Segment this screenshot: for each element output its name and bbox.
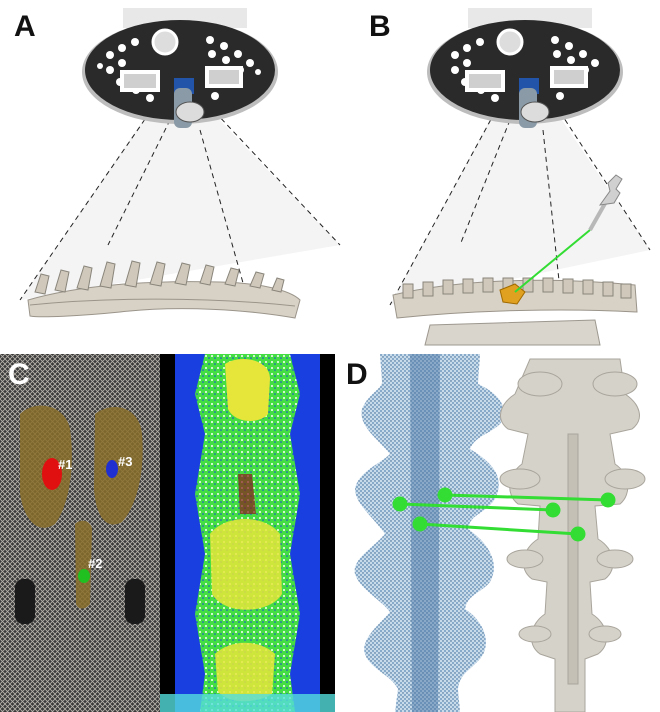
camera-field-of-view (390, 110, 650, 305)
panel-d-illustration (354, 354, 646, 712)
surface-mesh-view: #1 #3 #2 (0, 354, 160, 712)
panel-b-illustration (389, 8, 651, 346)
surgical-lamp-icon (82, 8, 278, 128)
registered-point-cloud-spine (354, 354, 504, 712)
surgical-lamp-icon (427, 8, 623, 128)
camera-field-of-view (20, 110, 340, 300)
panel-d: D (340, 354, 660, 712)
reference-spine-model (499, 358, 646, 712)
tracked-probe-icon (514, 174, 623, 293)
panel-b: B (345, 0, 660, 350)
marker-1-label: #1 (58, 457, 72, 472)
panel-c: #1 #3 #2 C (0, 354, 335, 712)
marker-3-blue (106, 460, 118, 478)
panel-label-c: C (8, 358, 30, 391)
marker-1-red (42, 458, 62, 490)
correspondence-lines (392, 487, 616, 542)
point-cloud-view (160, 354, 335, 712)
marker-2-green (78, 569, 90, 583)
spine-model-icon (27, 260, 301, 319)
panel-label-b: B (369, 10, 391, 43)
panel-c-illustration: #1 #3 #2 (0, 354, 335, 712)
panel-label-d: D (346, 358, 368, 391)
panel-a: A (0, 0, 345, 350)
panel-a-illustration (19, 8, 341, 319)
spine-model-icon (392, 277, 638, 319)
marker-2-label: #2 (88, 556, 102, 571)
panel-label-a: A (14, 10, 36, 43)
marker-3-label: #3 (118, 454, 132, 469)
